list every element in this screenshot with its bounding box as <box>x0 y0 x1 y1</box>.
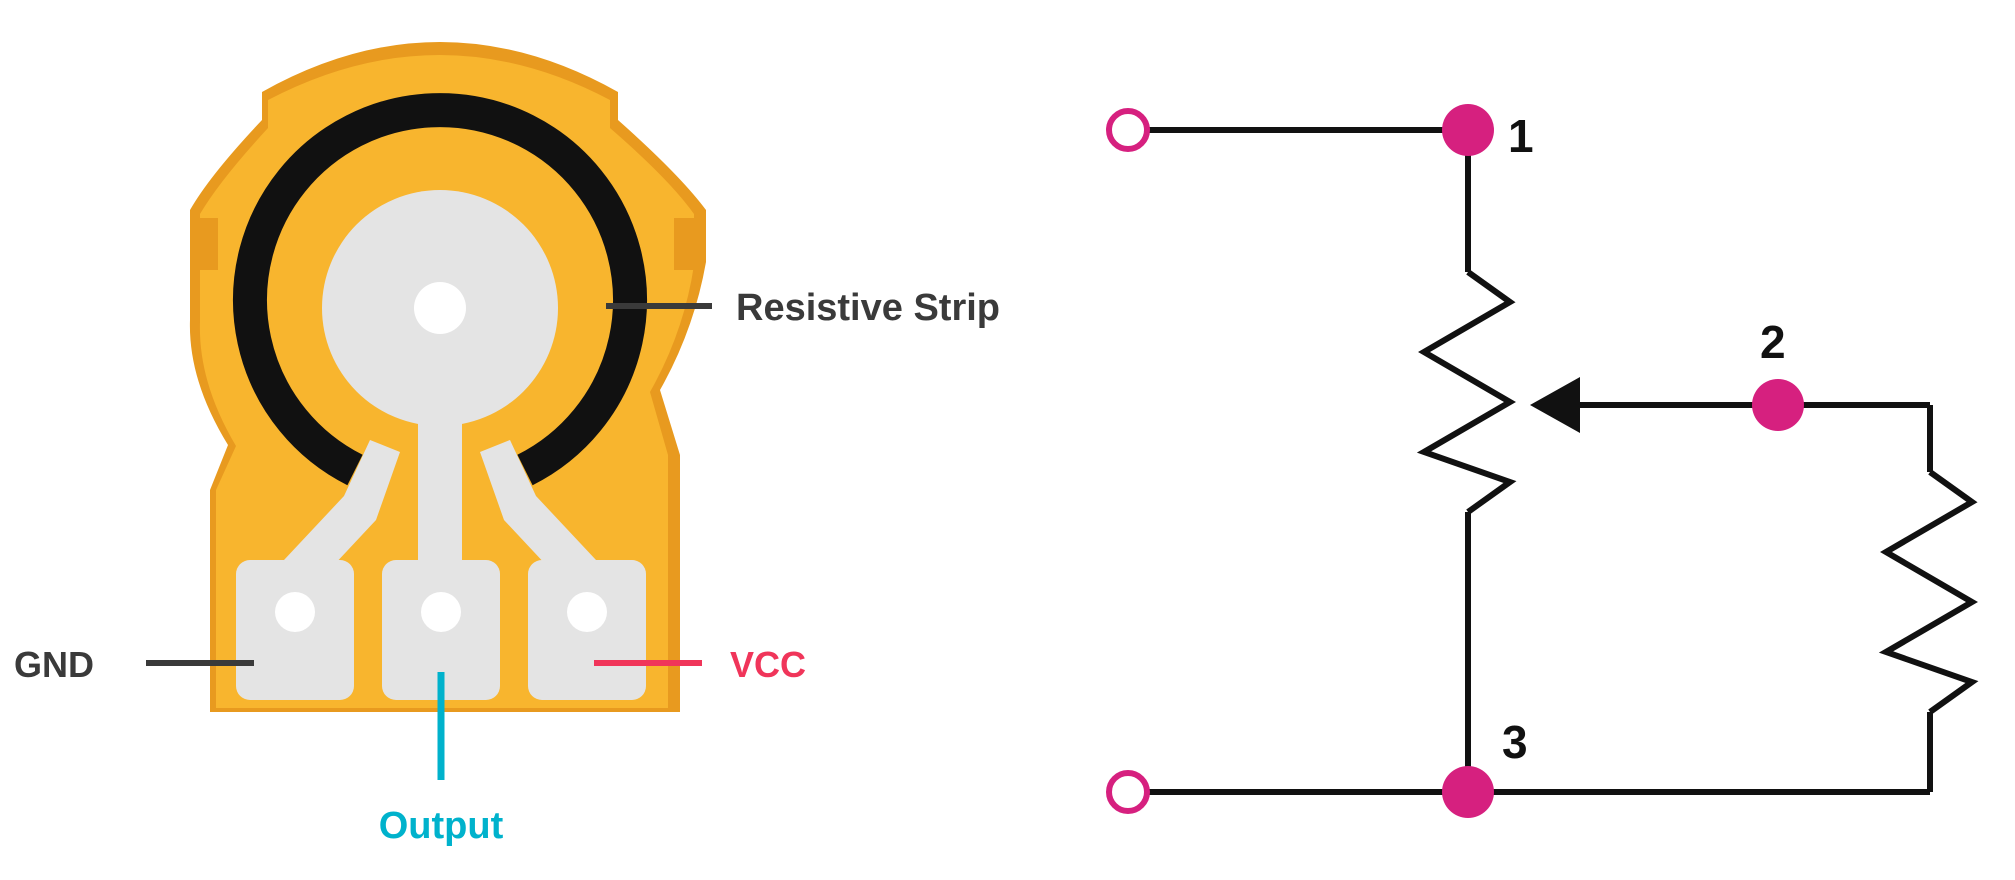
pad-gnd-hole <box>275 592 315 632</box>
label-gnd: GND <box>14 644 94 685</box>
trace-right <box>480 440 596 582</box>
label-resistive-strip: Resistive Strip <box>736 287 1000 329</box>
node-3-label: 3 <box>1502 716 1528 768</box>
node-1 <box>1442 104 1494 156</box>
node-2-label: 2 <box>1760 316 1786 368</box>
body-notch-left <box>196 218 218 270</box>
potentiometer-illustration: Resistive Strip GND Output VCC <box>14 42 1000 847</box>
schematic: 1 2 3 <box>1106 104 1979 818</box>
wiper-arrow-icon <box>1530 377 1580 433</box>
label-vcc: VCC <box>730 644 806 685</box>
resistive-strip-arc <box>233 93 647 486</box>
node-3 <box>1442 766 1494 818</box>
pad-output-hole <box>421 592 461 632</box>
terminal-top <box>1106 108 1150 152</box>
label-output: Output <box>379 805 504 847</box>
node-1-label: 1 <box>1508 110 1534 162</box>
load-resistor-symbol <box>1878 469 1979 715</box>
body-notch-right <box>674 218 696 270</box>
potentiometer-resistor-symbol <box>1416 269 1517 515</box>
trace-left <box>284 440 400 582</box>
pad-vcc-hole <box>567 592 607 632</box>
wiper-center-hole <box>414 282 466 334</box>
trace-center <box>418 410 462 580</box>
terminal-bottom <box>1106 770 1150 814</box>
node-2 <box>1752 379 1804 431</box>
